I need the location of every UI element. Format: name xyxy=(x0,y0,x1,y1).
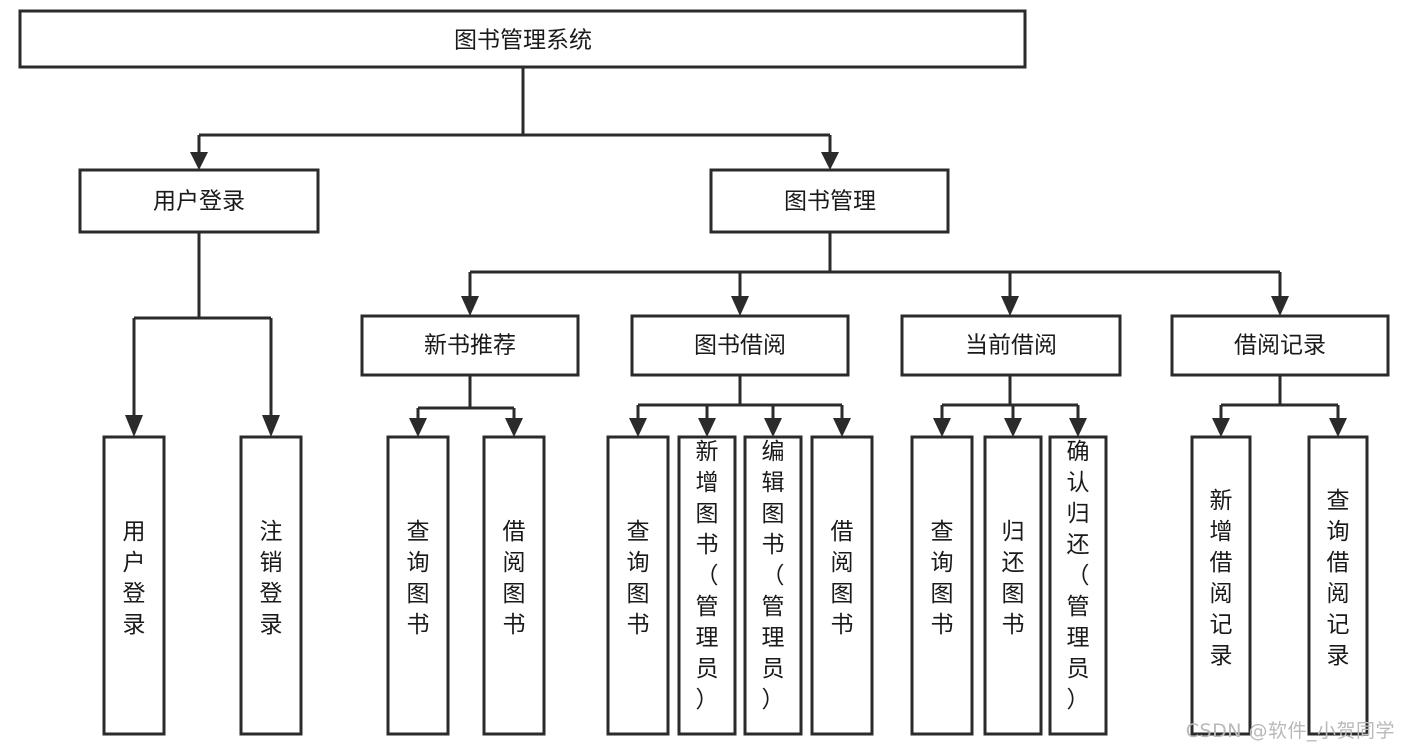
node-leaf-query-book-1[interactable]: 查询图书 xyxy=(386,435,450,736)
node-leaf-logout-login-label: 注销登录 xyxy=(260,519,283,638)
node-root-label: 图书管理系统 xyxy=(454,28,592,54)
csdn-watermark: CSDN @软件_小贺同学 xyxy=(1185,720,1395,742)
connector-user-login-bus xyxy=(132,232,273,415)
node-leaf-confirm-return-admin[interactable]: 确认归还（管理员） xyxy=(1048,435,1108,736)
arrowhead-icon xyxy=(698,418,716,437)
node-leaf-query-book-2[interactable]: 查询图书 xyxy=(606,435,670,736)
node-borrow-record-label: 借阅记录 xyxy=(1234,333,1326,359)
node-borrow-record[interactable]: 借阅记录 xyxy=(1170,314,1390,377)
node-new-book-recommend-label: 新书推荐 xyxy=(424,333,516,359)
node-leaf-query-book-3-label: 查询图书 xyxy=(931,519,954,638)
node-leaf-add-borrow-record-label: 新增借阅记录 xyxy=(1210,488,1233,669)
node-user-login-label: 用户登录 xyxy=(153,189,245,215)
arrowhead-icon xyxy=(1001,296,1019,316)
node-current-borrow[interactable]: 当前借阅 xyxy=(900,314,1122,377)
connector-new-book-bus xyxy=(416,375,516,418)
node-leaf-user-login[interactable]: 用户登录 xyxy=(102,435,166,736)
connector-borrow-record-bus xyxy=(1219,375,1340,418)
node-leaf-confirm-return-admin-label: 确认归还（管理员） xyxy=(1067,439,1090,713)
node-root[interactable]: 图书管理系统 xyxy=(18,9,1027,69)
arrowhead-icon xyxy=(461,296,479,316)
connector-current-borrow-bus xyxy=(940,375,1080,418)
arrowhead-icon xyxy=(409,418,427,437)
node-book-manage[interactable]: 图书管理 xyxy=(709,168,950,234)
node-leaf-query-borrow-record[interactable]: 查询借阅记录 xyxy=(1307,435,1369,736)
arrowhead-icon xyxy=(1271,296,1289,316)
connector-book-manage-bus xyxy=(468,232,1282,296)
arrowhead-icon xyxy=(933,418,951,437)
connector-root-bus xyxy=(197,67,832,152)
node-current-borrow-label: 当前借阅 xyxy=(965,333,1057,359)
node-leaf-query-borrow-record-label: 查询借阅记录 xyxy=(1327,488,1350,669)
node-new-book-recommend[interactable]: 新书推荐 xyxy=(360,314,580,377)
arrowhead-icon xyxy=(821,152,839,170)
arrowhead-icon xyxy=(833,418,851,437)
node-book-manage-label: 图书管理 xyxy=(784,189,876,215)
node-leaf-query-book-2-label: 查询图书 xyxy=(627,519,650,638)
arrowhead-icon xyxy=(1004,418,1022,437)
arrowhead-layer xyxy=(125,152,1347,437)
connector-book-borrow-bus xyxy=(636,375,844,418)
arrowhead-icon xyxy=(262,415,280,437)
arrowhead-icon xyxy=(125,415,143,437)
arrowhead-icon xyxy=(505,418,523,437)
arrowhead-icon xyxy=(1329,418,1347,437)
node-leaf-add-book-admin[interactable]: 新增图书（管理员） xyxy=(677,435,737,736)
node-leaf-borrow-book-2-label: 借阅图书 xyxy=(831,519,854,638)
node-leaf-add-borrow-record[interactable]: 新增借阅记录 xyxy=(1190,435,1252,736)
node-leaf-user-login-label: 用户登录 xyxy=(123,519,146,638)
arrowhead-icon xyxy=(731,296,749,316)
arrowhead-icon xyxy=(629,418,647,437)
node-leaf-add-book-admin-label: 新增图书（管理员） xyxy=(696,439,719,713)
node-layer: 图书管理系统 用户登录 图书管理 新书推荐 图书借阅 xyxy=(18,9,1390,736)
connector-layer xyxy=(132,67,1340,418)
arrowhead-icon xyxy=(764,418,782,437)
node-leaf-logout-login[interactable]: 注销登录 xyxy=(239,435,303,736)
node-leaf-query-book-3[interactable]: 查询图书 xyxy=(910,435,974,736)
node-book-borrow[interactable]: 图书借阅 xyxy=(630,314,850,377)
node-user-login[interactable]: 用户登录 xyxy=(78,168,320,234)
node-leaf-return-book-label: 归还图书 xyxy=(1002,519,1025,638)
node-leaf-return-book[interactable]: 归还图书 xyxy=(983,435,1043,736)
node-leaf-edit-book-admin-label: 编辑图书（管理员） xyxy=(762,439,785,713)
node-leaf-borrow-book-1-label: 借阅图书 xyxy=(503,519,526,638)
node-leaf-borrow-book-2[interactable]: 借阅图书 xyxy=(810,435,874,736)
node-leaf-edit-book-admin[interactable]: 编辑图书（管理员） xyxy=(743,435,803,736)
node-book-borrow-label: 图书借阅 xyxy=(694,333,786,359)
node-leaf-borrow-book-1[interactable]: 借阅图书 xyxy=(482,435,546,736)
arrowhead-icon xyxy=(190,152,208,170)
arrowhead-icon xyxy=(1212,418,1230,437)
arrowhead-icon xyxy=(1069,418,1087,437)
node-leaf-query-book-1-label: 查询图书 xyxy=(407,519,430,638)
